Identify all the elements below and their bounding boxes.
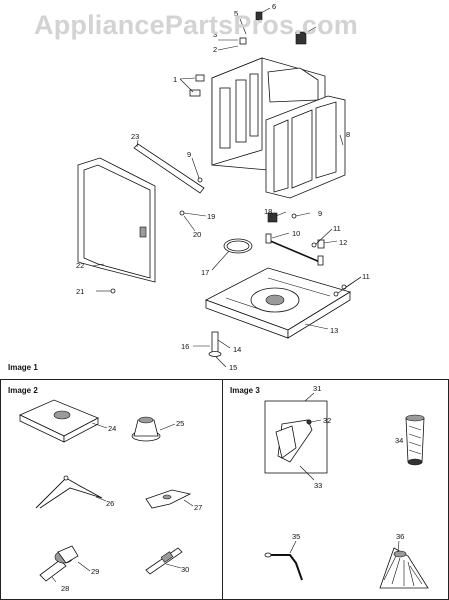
- agitator-auger: [405, 414, 425, 466]
- callout-5: 5: [234, 9, 238, 18]
- support-strap: [133, 143, 205, 194]
- callout-29: 29: [91, 567, 99, 576]
- callout-36: 36: [396, 532, 404, 541]
- base-frame: [205, 267, 351, 339]
- callout-26: 26: [106, 499, 114, 508]
- wire-clip: [267, 212, 278, 223]
- leveling-foot: [131, 416, 161, 442]
- callout-15: 15: [229, 363, 237, 372]
- callout-19: 19: [207, 212, 215, 221]
- section-label-image-1: Image 1: [8, 363, 38, 372]
- leader-33: [299, 465, 315, 481]
- callout-1: 1: [173, 75, 177, 84]
- callout-27: 27: [194, 503, 202, 512]
- callout-9: 9: [187, 150, 191, 159]
- leader-lines: [91, 7, 362, 368]
- callout-17: 17: [201, 268, 209, 277]
- leader-36: [397, 540, 400, 553]
- callout-7: 7: [318, 22, 322, 31]
- callout-33: 33: [314, 481, 322, 490]
- section-divider-horizontal: [0, 379, 449, 380]
- frame-left: [0, 380, 1, 600]
- leader-25: [159, 423, 176, 431]
- cabinet-rear-panel: [211, 57, 326, 171]
- cabinet-side-panel: [265, 95, 346, 199]
- callout-14: 14: [233, 345, 241, 354]
- leader-32: [310, 419, 322, 423]
- leader-29: [77, 561, 91, 572]
- agitator-coupling-kit: [264, 400, 328, 474]
- drive-shaft: [145, 547, 183, 575]
- leveling-leg: [208, 331, 222, 357]
- section-label-image-3: Image 3: [230, 386, 260, 395]
- leader-30: [165, 563, 182, 569]
- mounting-bracket: [145, 489, 192, 509]
- callout-28: 28: [61, 584, 69, 593]
- callout-8: 8: [346, 130, 350, 139]
- hose-coupling: [39, 545, 79, 582]
- callout-10: 10: [292, 229, 300, 238]
- suspension-rod: [265, 233, 325, 266]
- callout-34: 34: [395, 436, 403, 445]
- leader-27: [183, 499, 194, 507]
- leader-26: [95, 496, 107, 502]
- watermark-logo: AppliancePartsPros.com: [34, 10, 359, 40]
- leader-35: [289, 540, 297, 554]
- section-divider-vertical: [222, 380, 223, 600]
- callout-31: 31: [313, 384, 321, 393]
- callout-13: 13: [330, 326, 338, 335]
- motor-bracket: [264, 552, 303, 581]
- front-panel: [77, 157, 156, 283]
- callout-9-lower: 9: [318, 209, 322, 218]
- leader-24: [91, 422, 108, 429]
- callout-35: 35: [292, 532, 300, 541]
- callout-24: 24: [108, 424, 116, 433]
- section-label-image-2: Image 2: [8, 386, 38, 395]
- callout-3: 3: [213, 30, 217, 39]
- leader-31: [304, 392, 315, 402]
- callout-32: 32: [323, 416, 331, 425]
- drain-tray: [19, 399, 99, 443]
- lint-filter: [379, 547, 429, 589]
- leader-28: [51, 576, 57, 583]
- drive-belt: [223, 238, 253, 254]
- wire-harness: [35, 475, 103, 509]
- top-hinge-bracket: [189, 11, 307, 97]
- callout-16: 16: [181, 342, 189, 351]
- callout-18: 18: [264, 207, 272, 216]
- callout-23: 23: [131, 132, 139, 141]
- callout-21: 21: [76, 287, 84, 296]
- callout-12: 12: [339, 238, 347, 247]
- callout-2: 2: [213, 45, 217, 54]
- callout-30: 30: [181, 565, 189, 574]
- callout-20: 20: [193, 230, 201, 239]
- callout-11-lower: 11: [362, 272, 370, 281]
- callout-11: 11: [333, 224, 341, 233]
- callout-6: 6: [272, 2, 276, 11]
- callout-25: 25: [176, 419, 184, 428]
- callout-22: 22: [76, 261, 84, 270]
